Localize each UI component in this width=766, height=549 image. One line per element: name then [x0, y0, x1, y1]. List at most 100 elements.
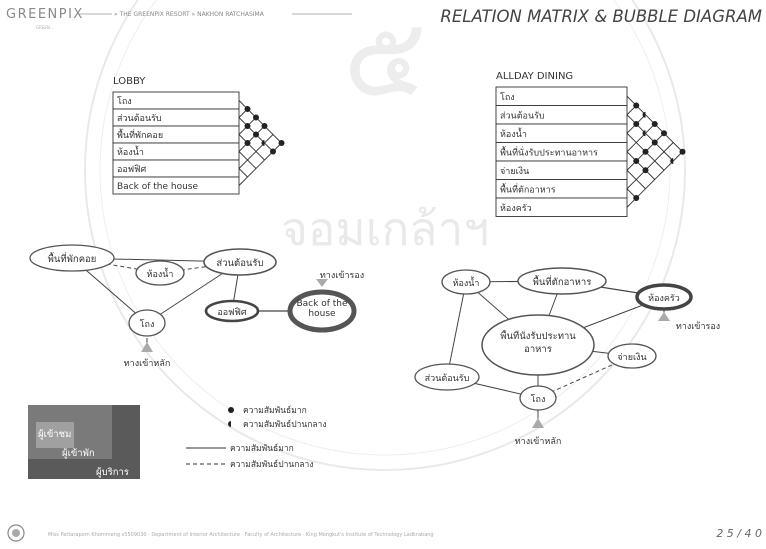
lobby-matrix-strong-dot-icon	[253, 131, 259, 138]
lobby-matrix-row-label: ส่วนต้อนรับ	[117, 113, 162, 124]
bubble-hall-label: โถง	[140, 319, 155, 330]
bubble-dining-hall-label: โถง	[531, 394, 546, 405]
dining-matrix-strong-dot-icon	[651, 139, 658, 146]
lobby-matrix-strong-dot-icon	[244, 123, 251, 129]
service-entrance-arrow-icon	[316, 279, 328, 287]
legend-strong-label: ความสัมพันธ์มาก	[243, 405, 307, 416]
bubble-dining-reception-label: ส่วนต้อนรับ	[425, 373, 470, 384]
lobby-relation-matrix: LOBBY โถงส่วนต้อนรับพื้นที่พักคอยห้องน้ำ…	[112, 76, 285, 195]
dining-matrix-strong-dot-icon	[661, 130, 667, 137]
legend-medium-label: ความสัมพันธ์ปานกลาง	[243, 419, 327, 430]
bubble-kitchen	[635, 283, 693, 311]
lobby-matrix-grid-line	[238, 134, 265, 161]
lobby-matrix-row-box	[112, 91, 240, 110]
bubble-cashier-label: จ่ายเงิน	[617, 352, 646, 363]
bubble-buffet	[517, 267, 607, 295]
bubble-dining-toilet	[441, 269, 491, 295]
bubble-seating	[481, 314, 595, 376]
footer-credit: Miss Pattaraporn Khommeng s5509030 · Dep…	[48, 532, 434, 538]
bubble-waiting-label: พื้นที่พักคอย	[48, 252, 97, 265]
bubble-waiting	[29, 244, 115, 272]
dining-matrix-row-label: พื้นที่นั่งรับประทานอาหาร	[500, 145, 598, 158]
footer: Miss Pattaraporn Khommeng s5509030 · Dep…	[7, 524, 762, 542]
lobby-matrix-medium-halfdot-icon	[261, 140, 265, 146]
dining-matrix-medium-halfdot-icon	[642, 130, 646, 137]
lobby-matrix-grid-line	[238, 125, 265, 152]
dining-matrix-strong-dot-icon	[633, 195, 640, 201]
lobby-bubble-diagram: พื้นที่พักคอย ห้องน้ำ ส่วนต้อนรับ โถง ออ…	[29, 244, 364, 369]
brand-tag: GREEN...	[36, 25, 54, 30]
bubble-office-label: ออฟฟิศ	[217, 307, 247, 318]
dining-matrix-row-label: พื้นที่ตักอาหาร	[500, 182, 556, 195]
dining-matrix-row-box	[495, 86, 628, 106]
dining-matrix-strong-dot-icon	[642, 148, 649, 155]
allday-dining-relation-matrix: ALLDAY DINING โถงส่วนต้อนรับห้องน้ำพื้นท…	[495, 71, 686, 217]
lobby-matrix-row-label: ห้องน้ำ	[117, 145, 144, 158]
bubble-dining-hall	[519, 385, 557, 411]
dining-matrix-row-label: ห้องครัว	[500, 203, 532, 214]
bubble-toilet	[135, 260, 185, 286]
lobby-matrix-title: LOBBY	[113, 76, 146, 87]
legend-medium-halfdot-icon	[228, 421, 231, 427]
dining-matrix-grid-line	[626, 151, 656, 180]
seal-inner-ring	[99, 0, 671, 456]
dining-matrix-strong-dot-icon	[633, 121, 640, 127]
dining-matrix-strong-dot-icon	[679, 148, 686, 155]
dining-matrix-grid-line	[626, 142, 674, 190]
lobby-matrix-grid-line	[238, 142, 282, 186]
bubble-boh-label-box: Back of the house	[296, 299, 348, 319]
zone-guest	[36, 422, 74, 448]
bubble-back-of-house	[287, 289, 357, 333]
bubble-office	[204, 299, 260, 323]
dining-service-entrance-label: ทางเข้ารอง	[676, 321, 720, 332]
lobby-matrix-strong-dot-icon	[261, 123, 268, 129]
legend-line-medium-label: ความสัมพันธ์ปานกลาง	[230, 459, 314, 470]
dining-matrix-title: ALLDAY DINING	[496, 71, 573, 82]
dining-matrix-strong-dot-icon	[651, 121, 658, 127]
lobby-matrix-grid-line	[238, 100, 282, 144]
faculty-logo-icon	[7, 524, 25, 542]
dining-matrix-row-label: ห้องน้ำ	[500, 127, 527, 140]
dining-matrix-row-label: โถง	[500, 92, 515, 103]
page-number: 2 5 / 4 0	[716, 527, 762, 540]
lobby-matrix-row-label: โถง	[117, 96, 132, 107]
bubble-reception	[203, 248, 277, 276]
dining-matrix-row-label: ส่วนต้อนรับ	[500, 110, 545, 121]
bubble-seating-label: พื้นที่นั่งรับประทานอาหาร	[500, 331, 576, 355]
lobby-matrix-grid-line	[238, 168, 248, 178]
bubble-hall	[128, 309, 166, 337]
project-name: » THE GREENPIX RESORT » NAKHON RATCHASIM…	[114, 11, 265, 18]
brand-logo: GREENPIX	[6, 7, 84, 22]
lobby-matrix-strong-dot-icon	[244, 140, 251, 146]
lobby-main-entrance-label: ทางเข้าหลัก	[124, 358, 171, 369]
bubble-boh-label: Back of the house	[296, 299, 348, 319]
lobby-matrix-row-label: Back of the house	[117, 182, 198, 192]
main-entrance-arrow-icon	[141, 342, 153, 352]
bubble-buffet-label: พื้นที่ตักอาหาร	[533, 275, 592, 288]
dining-matrix-strong-dot-icon	[642, 167, 649, 174]
lobby-matrix-grid-line	[238, 134, 274, 169]
header: GREENPIX GREEN... » THE GREENPIX RESORT …	[6, 7, 762, 30]
dining-main-entrance-label: ทางเข้าหลัก	[515, 436, 562, 447]
watermark-thai-text: จอมเกล้าฯ	[281, 202, 489, 256]
legend-line-strong-label: ความสัมพันธ์มาก	[230, 443, 294, 454]
zone-resident-label: ผู้เข้าพัก	[62, 448, 95, 459]
page-title: RELATION MATRIX & BUBBLE DIAGRAM	[440, 7, 762, 26]
lobby-matrix-row-label: ออฟฟิศ	[117, 164, 147, 175]
zoning-diagram: ผู้เข้าชม ผู้เข้าพัก ผู้บริการ	[28, 405, 140, 479]
dining-matrix-strong-dot-icon	[633, 158, 640, 164]
seal-outer-ring	[84, 0, 686, 471]
dining-matrix-medium-halfdot-icon	[670, 158, 674, 164]
dining-matrix-medium-halfdot-icon	[642, 111, 646, 118]
dining-matrix-strong-dot-icon	[633, 102, 640, 109]
bubble-toilet-label: ห้องน้ำ	[147, 267, 174, 280]
dining-matrix-row-label: จ่ายเงิน	[500, 166, 529, 177]
dining-bubble-diagram: ห้องน้ำ พื้นที่ตักอาหาร ห้องครัว พื้นที่…	[414, 267, 720, 447]
university-seal-watermark: ๕ จอมเกล้าฯ	[84, 0, 686, 471]
zone-service-label: ผู้บริการ	[96, 467, 129, 478]
bubble-cashier	[607, 343, 657, 369]
bubble-reception-label: ส่วนต้อนรับ	[216, 258, 263, 269]
dining-main-entrance-arrow-icon	[532, 418, 544, 428]
lobby-matrix-strong-dot-icon	[244, 106, 251, 112]
